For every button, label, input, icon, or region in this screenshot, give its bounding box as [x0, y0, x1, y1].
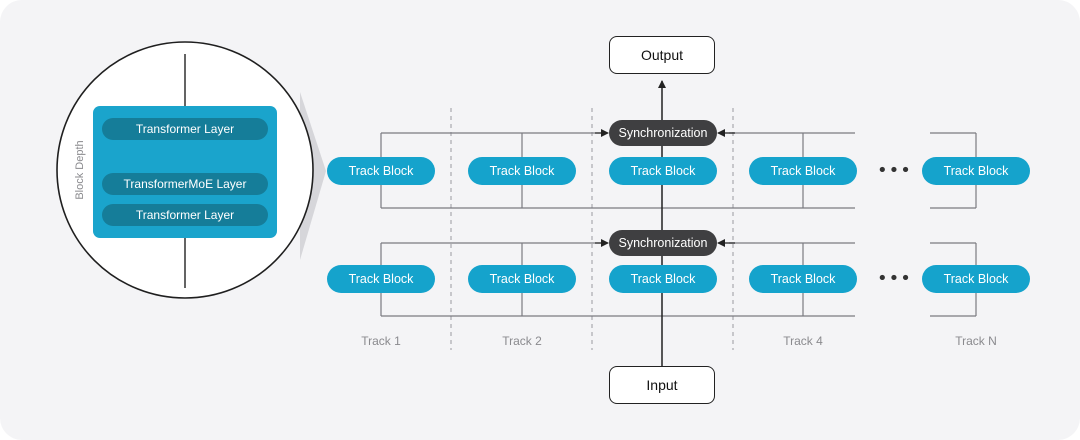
ellipsis-row-2: •••: [877, 268, 912, 289]
transformer-layer-top: Transformer Layer: [102, 118, 268, 140]
track-block: Track Block: [749, 157, 857, 185]
track-block: Track Block: [922, 157, 1030, 185]
sync-arrows: [595, 129, 735, 247]
track-block: Track Block: [327, 265, 435, 293]
block-depth-label: Block Depth: [74, 140, 86, 200]
track-block: Track Block: [922, 265, 1030, 293]
track-label-1: Track 1: [361, 334, 401, 348]
track-block: Track Block: [609, 265, 717, 293]
ellipsis-row-1: •••: [877, 160, 912, 181]
track-label-n: Track N: [955, 334, 997, 348]
input-node: Input: [609, 366, 715, 404]
track-block: Track Block: [327, 157, 435, 185]
sync-lines: [380, 132, 977, 317]
transformer-layer-bottom: Transformer Layer: [102, 204, 268, 226]
sync-node-top: Synchronization: [609, 120, 717, 146]
sync-node-bottom: Synchronization: [609, 230, 717, 256]
track-block: Track Block: [609, 157, 717, 185]
track-block: Track Block: [468, 265, 576, 293]
transformermoe-layer: TransformerMoE Layer: [102, 173, 268, 195]
track-label-4: Track 4: [783, 334, 823, 348]
output-node: Output: [609, 36, 715, 74]
track-block: Track Block: [468, 157, 576, 185]
track-label-2: Track 2: [502, 334, 542, 348]
track-block: Track Block: [749, 265, 857, 293]
track-separators: [450, 108, 734, 350]
